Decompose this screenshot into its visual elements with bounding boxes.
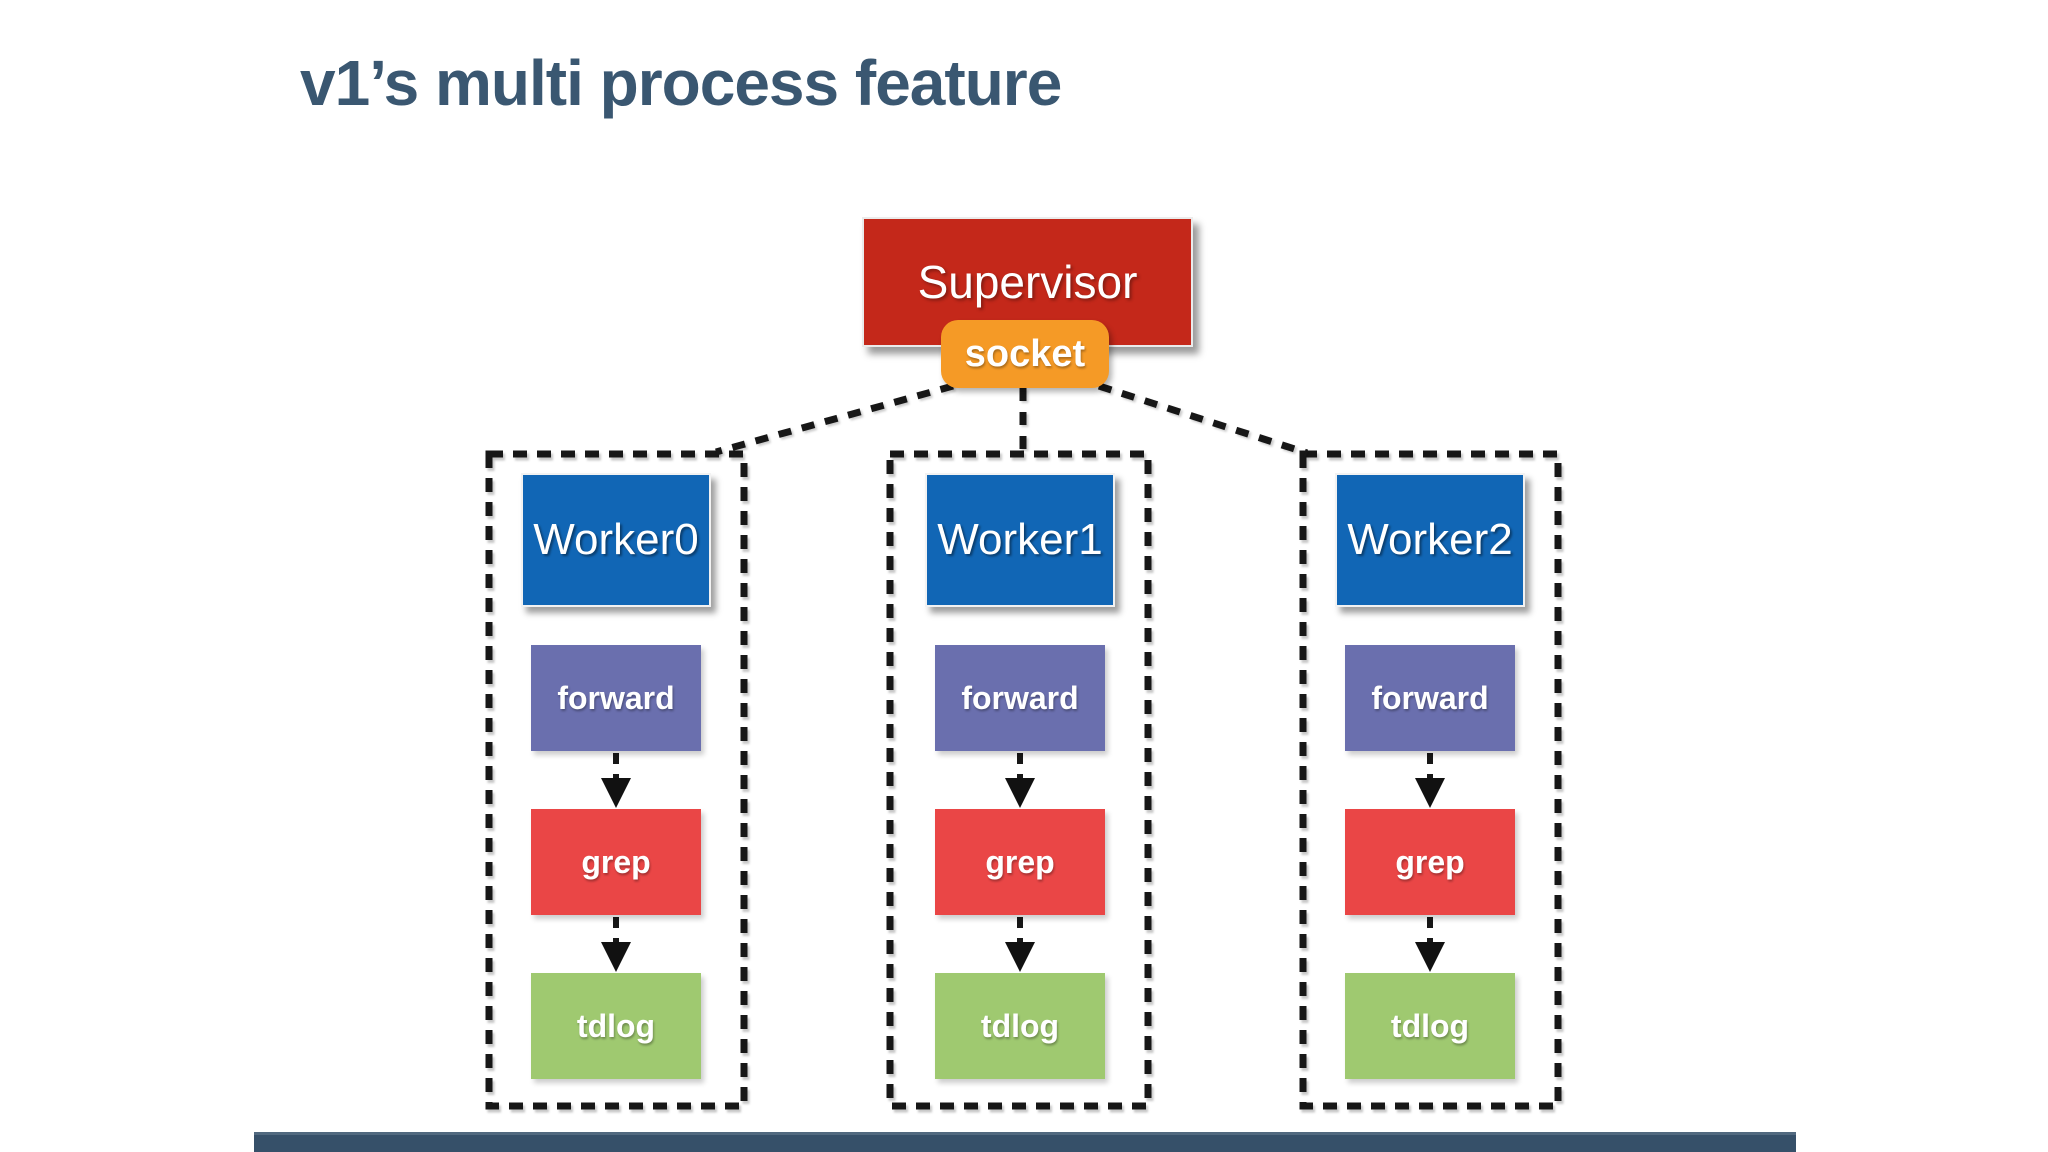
worker1-container	[886, 450, 1152, 1110]
grep-label: grep	[581, 843, 651, 880]
worker2-box: Worker2	[1335, 473, 1525, 607]
worker1-forward-box: forward	[935, 645, 1105, 751]
tdlog-label: tdlog	[980, 1007, 1060, 1044]
socket-worker0-connector	[715, 382, 954, 456]
forward-label: forward	[1371, 679, 1489, 716]
worker0-box: Worker0	[521, 473, 711, 607]
worker2-label: Worker2	[1347, 515, 1513, 564]
worker1-grep-box: grep	[935, 809, 1105, 915]
worker1-tdlog-box: tdlog	[935, 973, 1105, 1079]
forward-label: forward	[961, 679, 1079, 716]
worker1-label: Worker1	[937, 515, 1103, 564]
socket-worker2-connector	[1097, 382, 1309, 457]
worker1-box: Worker1	[925, 473, 1115, 607]
forward-label: forward	[557, 679, 675, 716]
worker2-container	[1299, 450, 1562, 1110]
page-title: v1’s multi process feature	[300, 47, 1062, 119]
socket-label: socket	[964, 332, 1086, 375]
worker0-forward-box: forward	[531, 645, 701, 751]
grep-label: grep	[1395, 843, 1465, 880]
worker0-label: Worker0	[533, 515, 699, 564]
grep-label: grep	[985, 843, 1055, 880]
worker2-grep-box: grep	[1345, 809, 1515, 915]
worker2-tdlog-box: tdlog	[1345, 973, 1515, 1079]
worker2-forward-box: forward	[1345, 645, 1515, 751]
worker0-grep-box: grep	[531, 809, 701, 915]
worker0-container	[485, 450, 748, 1110]
footer-bar	[254, 1132, 1796, 1152]
supervisor-label: Supervisor	[917, 256, 1138, 308]
tdlog-label: tdlog	[576, 1007, 656, 1044]
tdlog-label: tdlog	[1390, 1007, 1470, 1044]
worker0-tdlog-box: tdlog	[531, 973, 701, 1079]
socket-badge: socket	[941, 320, 1109, 388]
